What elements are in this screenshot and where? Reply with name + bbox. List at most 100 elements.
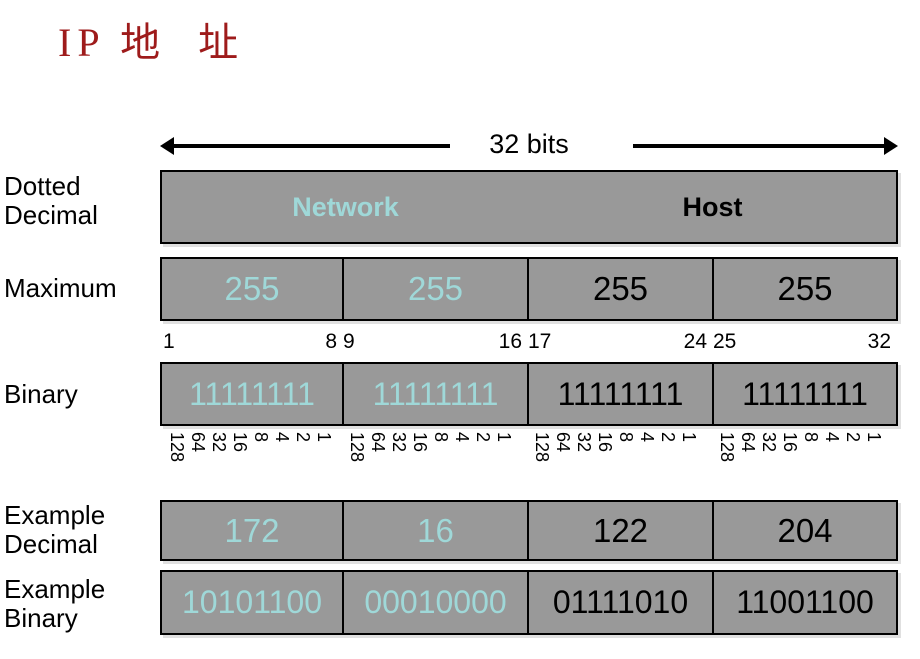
cell-maximum-octet-2: 255 <box>342 259 527 319</box>
bit-range-9-16: 9 16 <box>340 330 525 358</box>
row-label-maximum: Maximum <box>4 273 117 303</box>
place-value-128: 128 <box>531 430 552 492</box>
bit-range-1-8: 1 8 <box>160 330 340 358</box>
row-maximum: 255 255 255 255 <box>160 257 898 321</box>
cell-example-decimal-octet-3: 122 <box>527 502 712 559</box>
place-value-64: 64 <box>187 430 208 492</box>
place-value-label: 1 <box>863 432 884 443</box>
cell-example-decimal-octet-2: 16 <box>342 502 527 559</box>
place-value-label: 8 <box>430 432 451 443</box>
place-value-label: 1 <box>493 432 514 443</box>
bit-range-25-32: 25 32 <box>710 330 894 358</box>
place-value-label: 128 <box>531 432 552 463</box>
place-value-64: 64 <box>552 430 573 492</box>
place-value-32: 32 <box>573 430 594 492</box>
arrow-line-right <box>633 144 888 148</box>
row-binary: 11111111 11111111 11111111 11111111 <box>160 362 898 426</box>
place-value-label: 1 <box>313 432 334 443</box>
row-example-decimal: 172 16 122 204 <box>160 500 898 561</box>
place-value-128: 128 <box>166 430 187 492</box>
arrow-right-icon <box>884 137 898 155</box>
row-example-binary: 10101100 00010000 01111010 11001100 <box>160 570 898 635</box>
place-value-32: 32 <box>208 430 229 492</box>
place-value-label: 8 <box>250 432 271 443</box>
place-value-label: 8 <box>800 432 821 443</box>
place-value-label: 1 <box>678 432 699 443</box>
arrow-left-icon <box>160 137 174 155</box>
place-value-8: 8 <box>800 430 821 492</box>
bit-end-16: 16 <box>498 330 522 353</box>
place-value-16: 16 <box>779 430 800 492</box>
place-value-label: 16 <box>779 432 800 453</box>
row-label-example-decimal: Example Decimal <box>4 500 106 559</box>
place-value-label: 128 <box>346 432 367 463</box>
bit-width-label: 32 bits <box>474 128 584 161</box>
bit-end-24: 24 <box>683 330 707 353</box>
cell-example-decimal-octet-1: 172 <box>162 502 342 559</box>
row-label-binary: Binary <box>4 379 78 409</box>
cell-network: Network <box>162 172 529 242</box>
place-value-16: 16 <box>594 430 615 492</box>
place-value-label: 2 <box>292 432 313 443</box>
place-value-label: 32 <box>573 432 594 453</box>
cell-example-binary-octet-1: 10101100 <box>162 572 342 633</box>
place-value-label: 4 <box>821 432 842 443</box>
place-value-4: 4 <box>271 430 292 492</box>
row-dotted-decimal: Network Host <box>160 170 898 244</box>
place-value-label: 32 <box>208 432 229 453</box>
bit-start-17: 17 <box>528 330 552 353</box>
cell-binary-octet-3: 11111111 <box>527 364 712 424</box>
cell-binary-octet-4: 11111111 <box>712 364 896 424</box>
cell-maximum-octet-3: 255 <box>527 259 712 319</box>
bit-range-17-24: 17 24 <box>525 330 710 358</box>
place-value-4: 4 <box>451 430 472 492</box>
place-value-label: 4 <box>636 432 657 443</box>
place-value-32: 32 <box>388 430 409 492</box>
place-value-label: 32 <box>388 432 409 453</box>
place-value-128: 128 <box>346 430 367 492</box>
place-value-4: 4 <box>821 430 842 492</box>
cell-binary-octet-2: 11111111 <box>342 364 527 424</box>
bit-end-8: 8 <box>325 330 337 353</box>
place-value-label: 128 <box>716 432 737 463</box>
cell-example-binary-octet-4: 11001100 <box>712 572 896 633</box>
arrow-line-left <box>170 144 450 148</box>
place-value-1: 1 <box>678 430 699 492</box>
place-value-label: 64 <box>367 432 388 453</box>
row-label-dotted-decimal: Dotted Decimal <box>4 171 98 230</box>
row-label-example-binary: Example Binary <box>4 574 106 633</box>
place-value-128: 128 <box>716 430 737 492</box>
place-value-4: 4 <box>636 430 657 492</box>
page-title: IP 地 址 <box>58 20 245 65</box>
place-value-label: 64 <box>187 432 208 453</box>
bit-start-25: 25 <box>713 330 737 353</box>
cell-example-binary-octet-2: 00010000 <box>342 572 527 633</box>
bit-start-1: 1 <box>163 330 175 353</box>
place-value-8: 8 <box>615 430 636 492</box>
place-value-label: 2 <box>842 432 863 443</box>
place-value-1: 1 <box>493 430 514 492</box>
place-value-2: 2 <box>657 430 678 492</box>
place-value-label: 8 <box>615 432 636 443</box>
bit-start-9: 9 <box>343 330 355 353</box>
place-value-64: 64 <box>737 430 758 492</box>
cell-maximum-octet-1: 255 <box>162 259 342 319</box>
place-value-16: 16 <box>229 430 250 492</box>
place-value-label: 128 <box>166 432 187 463</box>
place-value-2: 2 <box>842 430 863 492</box>
cell-example-binary-octet-3: 01111010 <box>527 572 712 633</box>
place-value-32: 32 <box>758 430 779 492</box>
cell-maximum-octet-4: 255 <box>712 259 896 319</box>
place-value-label: 16 <box>229 432 250 453</box>
place-value-label: 4 <box>451 432 472 443</box>
cell-host: Host <box>529 172 896 242</box>
bit-number-strip: 1 8 9 16 17 24 25 32 <box>160 330 898 358</box>
bit-width-indicator: 32 bits <box>160 128 898 164</box>
place-value-label: 4 <box>271 432 292 443</box>
place-value-2: 2 <box>292 430 313 492</box>
place-value-label: 2 <box>657 432 678 443</box>
